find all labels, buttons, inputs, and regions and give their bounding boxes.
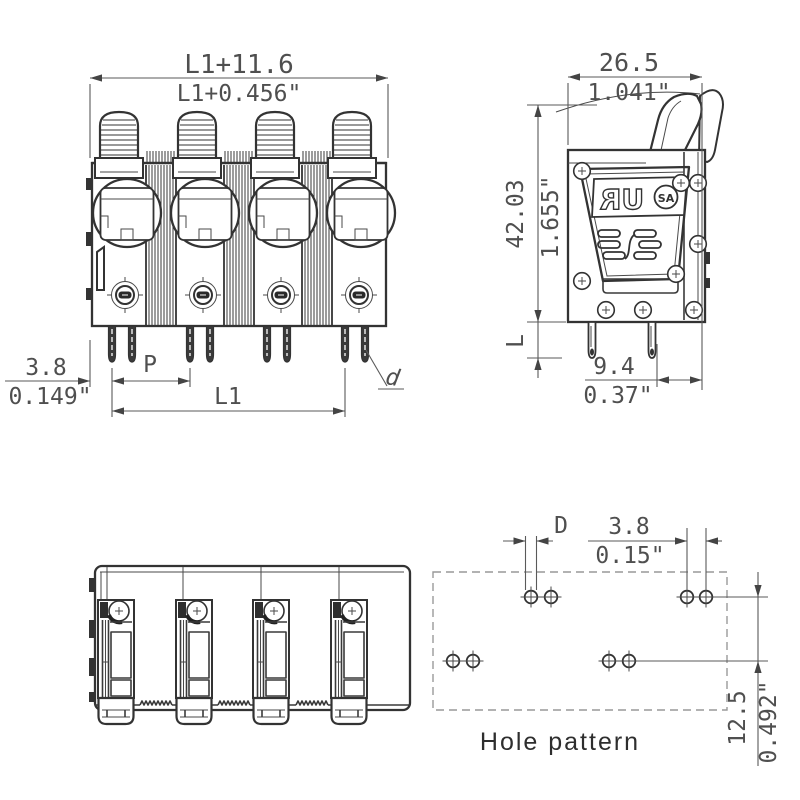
side-nub — [86, 178, 92, 190]
csa-logo — [653, 184, 679, 210]
bottom-view — [89, 564, 412, 726]
pushbutton-3 — [249, 110, 301, 180]
side-nub — [89, 620, 95, 638]
csa-logo-text: SA — [658, 192, 675, 205]
housing-rib-top-2 — [224, 150, 253, 164]
dim-depth-mm: 26.5 — [599, 48, 659, 77]
side-nub — [89, 658, 95, 676]
side-nub — [705, 252, 710, 264]
side-view: UR SA — [555, 89, 724, 359]
clamp-unit-1 — [96, 598, 136, 726]
pcb-outline — [432, 571, 728, 711]
dim-depth-in: 1.041" — [587, 80, 670, 106]
ul-recognized-logo: UR — [600, 183, 644, 216]
dim-edge-to-pin-mm: 3.8 — [25, 355, 67, 381]
lever-rear-blade — [697, 89, 724, 164]
release-lever — [646, 92, 703, 162]
side-view-dimensions: 26.5 1.041" 42.03 1.655" L 9.4 0.37" — [503, 48, 703, 409]
side-nub — [86, 232, 92, 246]
dim-overall-width-mm: L1+11.6 — [184, 50, 294, 80]
side-nub — [86, 288, 92, 300]
lever-swing-arc — [555, 91, 701, 113]
solder-pins-side — [587, 321, 657, 359]
hole-pattern-view: D 3.8 0.15" 12.5 0.492" Hole pattern — [432, 513, 782, 766]
front-view-dimensions: L1+11.6 L1+0.456" 3.8 0.149" P L1 d — [5, 50, 404, 417]
housing-rib-top-1 — [146, 150, 175, 164]
dim-height-mm: 42.03 — [503, 179, 529, 248]
side-nub — [89, 692, 95, 702]
dim-pair-spacing-mm: 3.8 — [608, 514, 650, 540]
dim-row-spacing-in: 0.492" — [756, 680, 782, 763]
dim-pin-to-edge-mm: 9.4 — [593, 354, 635, 380]
clamp-unit-2 — [174, 598, 214, 726]
dim-overall-width-in: L1+0.456" — [177, 81, 302, 107]
dim-edge-to-pin-in: 0.149" — [8, 384, 91, 410]
hole-pattern-dimensions: D 3.8 0.15" 12.5 0.492" — [503, 513, 782, 766]
dim-hole-diameter-label: D — [554, 513, 568, 539]
clamp-unit-3 — [251, 598, 291, 726]
dim-pin-to-edge-in: 0.37" — [583, 383, 652, 409]
dim-row-spacing-mm: 12.5 — [725, 690, 751, 745]
serration — [217, 700, 251, 706]
dim-pitch-label: P — [143, 352, 157, 378]
dim-height-in: 1.655" — [538, 175, 564, 258]
serration — [139, 700, 173, 706]
housing-rib-top-3 — [302, 150, 331, 164]
dim-pair-spacing-in: 0.15" — [595, 543, 664, 569]
side-nub — [705, 278, 710, 288]
dim-pin-diameter-label: d — [383, 364, 402, 392]
weidmueller-logo — [597, 229, 662, 260]
serration — [295, 700, 329, 706]
side-nub — [89, 578, 95, 592]
dim-pin-length-label: L — [503, 334, 529, 348]
pushbutton-1 — [93, 110, 145, 180]
dim-pin-span-label: L1 — [214, 384, 242, 410]
front-view — [86, 110, 397, 363]
drill-holes — [441, 585, 718, 673]
hole-pattern-title: Hole pattern — [480, 728, 640, 756]
pushbutton-4 — [326, 110, 378, 180]
clamp-unit-4 — [329, 598, 369, 726]
pushbutton-2 — [171, 110, 223, 180]
latch-tab — [96, 245, 105, 291]
